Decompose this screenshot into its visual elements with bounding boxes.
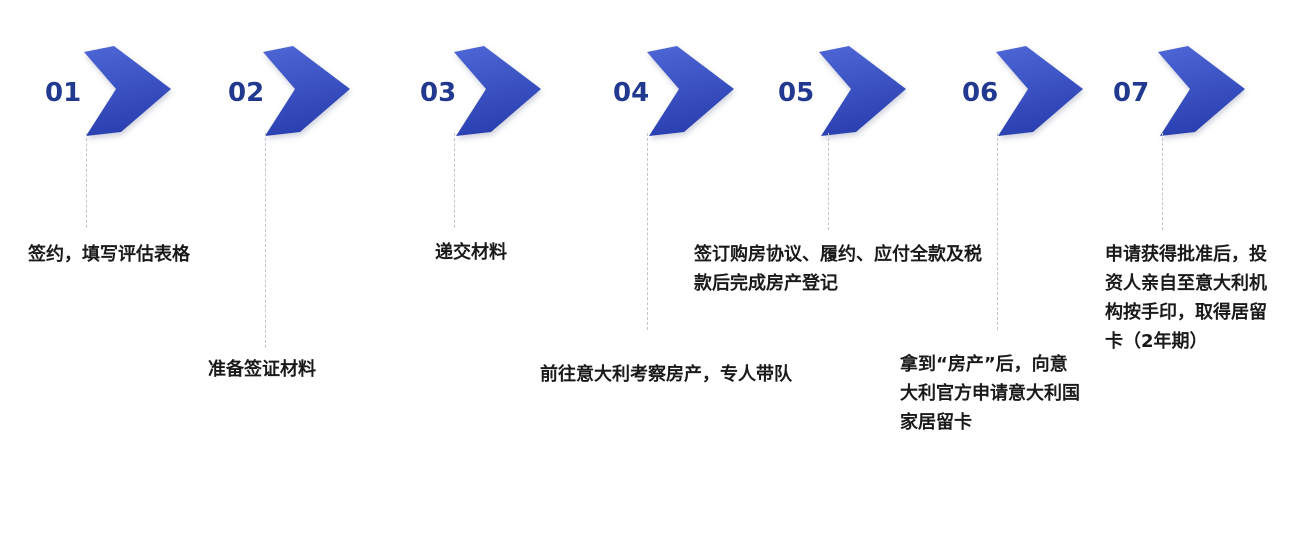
step-number: 02 (228, 78, 265, 108)
step-number: 06 (962, 78, 999, 108)
step-description: 签订购房协议、履约、应付全款及税 款后完成房产登记 (694, 244, 982, 294)
connector-dotted-line (265, 133, 266, 348)
step-description: 递交材料 (435, 242, 507, 263)
connector-dotted-line (828, 133, 829, 230)
chevron-arrow-icon (996, 46, 1083, 136)
step-description: 准备签证材料 (208, 359, 316, 380)
step-number: 03 (420, 78, 457, 108)
connector-dotted-line (647, 133, 648, 330)
step-description: 签约，填写评估表格 (28, 244, 190, 265)
step-number: 01 (45, 78, 82, 108)
chevron-arrow-icon (647, 46, 734, 136)
connector-dotted-line (1162, 133, 1163, 230)
connector-dotted-line (454, 133, 455, 228)
step-description: 拿到“房产”后，向意 大利官方申请意大利国 家居留卡 (900, 354, 1080, 433)
step-description: 申请获得批准后，投 资人亲自至意大利机 构按手印，取得居留 卡（2年期） (1105, 244, 1267, 352)
connector-dotted-line (86, 133, 87, 228)
chevron-arrow-icon (263, 46, 350, 136)
chevron-arrow-icon (1158, 46, 1245, 136)
connector-dotted-line (997, 133, 998, 330)
step-description: 前往意大利考察房产，专人带队 (540, 364, 792, 385)
chevron-arrow-icon (84, 46, 171, 136)
chevron-arrow-icon (454, 46, 541, 136)
step-number: 05 (778, 78, 815, 108)
step-number: 04 (613, 78, 650, 108)
chevron-arrow-icon (819, 46, 906, 136)
step-number: 07 (1113, 78, 1150, 108)
